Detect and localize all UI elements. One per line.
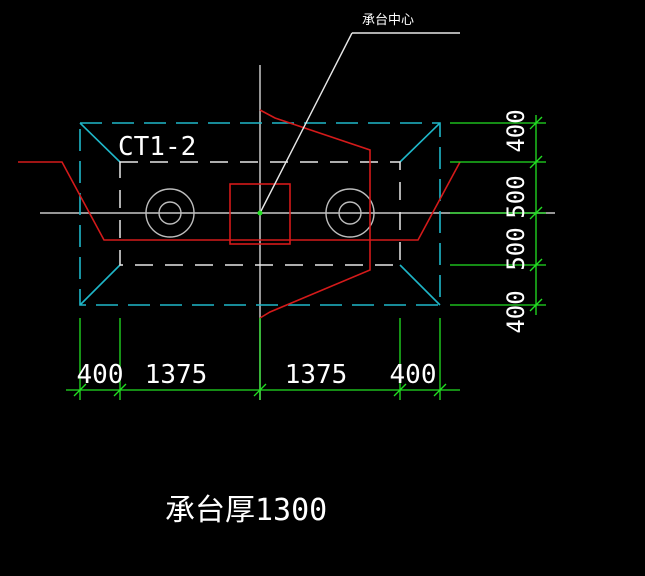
vertical-dimension-chain	[450, 115, 546, 315]
corner-chamfer-tr	[399, 122, 441, 163]
center-point-marker	[257, 210, 263, 216]
pile-cap-outline	[79, 122, 441, 306]
inner-cap-outline	[119, 161, 401, 266]
center-leader-line	[259, 32, 353, 214]
dim-v-1: 400	[502, 109, 530, 152]
dim-h-2: 1375	[145, 360, 208, 390]
pile-left	[145, 188, 195, 238]
column-outline	[229, 183, 291, 245]
dim-v-3: 500	[502, 227, 530, 270]
dim-h-4: 400	[390, 360, 437, 390]
side-section-profile	[259, 109, 371, 319]
center-note: 承台中心	[362, 13, 414, 28]
dim-h-1: 400	[77, 360, 124, 390]
thickness-note: 承台厚1300	[165, 493, 327, 528]
horizontal-dimension-chain	[66, 318, 460, 400]
corner-chamfer-br	[399, 264, 441, 306]
section-profile-line	[18, 161, 461, 241]
dim-v-4: 400	[502, 290, 530, 333]
dim-h-3: 1375	[285, 360, 348, 390]
pile-right	[325, 188, 375, 238]
corner-chamfer-tl	[79, 122, 121, 163]
pile-cap-label: CT1-2	[118, 132, 196, 162]
corner-chamfer-bl	[79, 264, 121, 306]
dim-v-2: 500	[502, 175, 530, 218]
